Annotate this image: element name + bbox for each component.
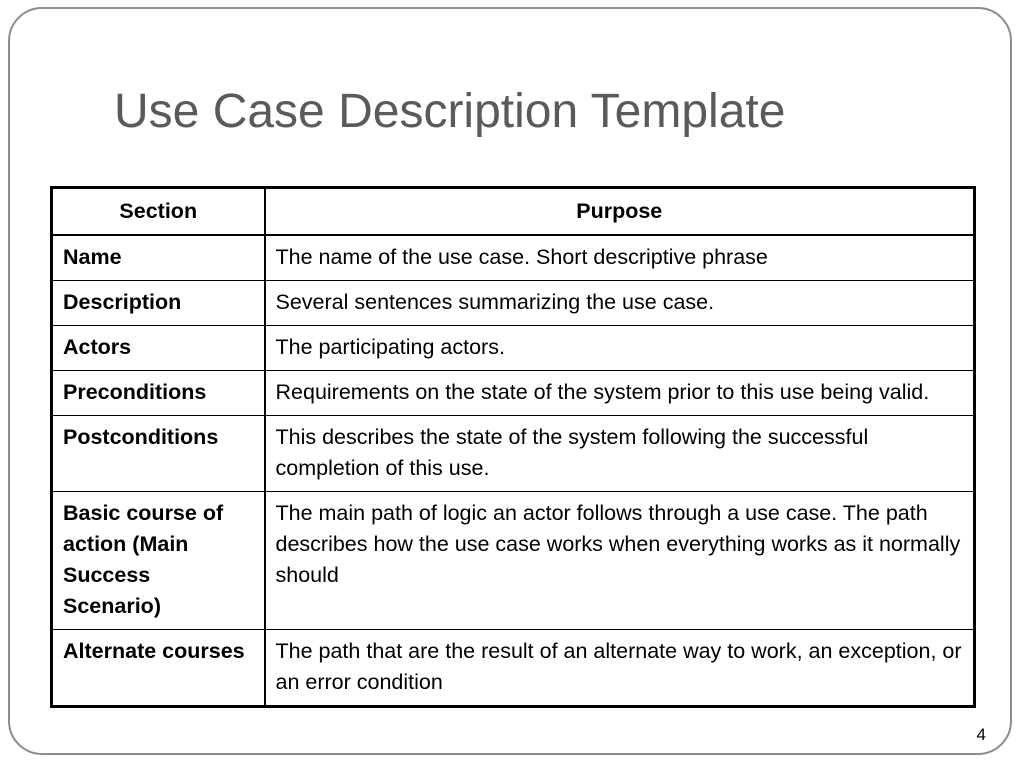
section-cell: Basic course of action (Main Success Sce… xyxy=(51,491,266,630)
section-cell: Preconditions xyxy=(51,370,266,416)
purpose-cell: The participating actors. xyxy=(264,325,975,371)
purpose-cell: The path that are the result of an alter… xyxy=(264,629,975,707)
table-row-name: Name The name of the use case. Short des… xyxy=(51,234,975,281)
table-row-actors: Actors The participating actors. xyxy=(51,325,975,371)
section-cell: Name xyxy=(51,234,266,281)
section-cell: Postconditions xyxy=(51,415,266,492)
slide-border xyxy=(8,7,1012,755)
purpose-cell: Several sentences summarizing the use ca… xyxy=(264,280,975,326)
column-header-purpose: Purpose xyxy=(264,187,975,236)
table-row-preconditions: Preconditions Requirements on the state … xyxy=(51,370,975,416)
page-number: 4 xyxy=(976,725,986,744)
table-container: Section Purpose Name The name of the use… xyxy=(50,186,976,708)
use-case-template-table: Section Purpose Name The name of the use… xyxy=(50,186,976,708)
slide-title: Use Case Description Template xyxy=(114,85,786,138)
purpose-cell: This describes the state of the system f… xyxy=(264,415,975,492)
purpose-cell: The main path of logic an actor follows … xyxy=(264,491,975,630)
column-header-section: Section xyxy=(51,187,266,236)
table-row-description: Description Several sentences summarizin… xyxy=(51,280,975,326)
table-row-basic-course: Basic course of action (Main Success Sce… xyxy=(51,491,975,630)
table-row-postconditions: Postconditions This describes the state … xyxy=(51,415,975,492)
section-cell: Alternate courses xyxy=(51,629,266,707)
purpose-cell: Requirements on the state of the system … xyxy=(264,370,975,416)
section-cell: Description xyxy=(51,280,266,326)
table-row-alternate-courses: Alternate courses The path that are the … xyxy=(51,629,975,707)
table-header-row: Section Purpose xyxy=(51,187,975,236)
section-cell: Actors xyxy=(51,325,266,371)
purpose-cell: The name of the use case. Short descript… xyxy=(264,234,975,281)
